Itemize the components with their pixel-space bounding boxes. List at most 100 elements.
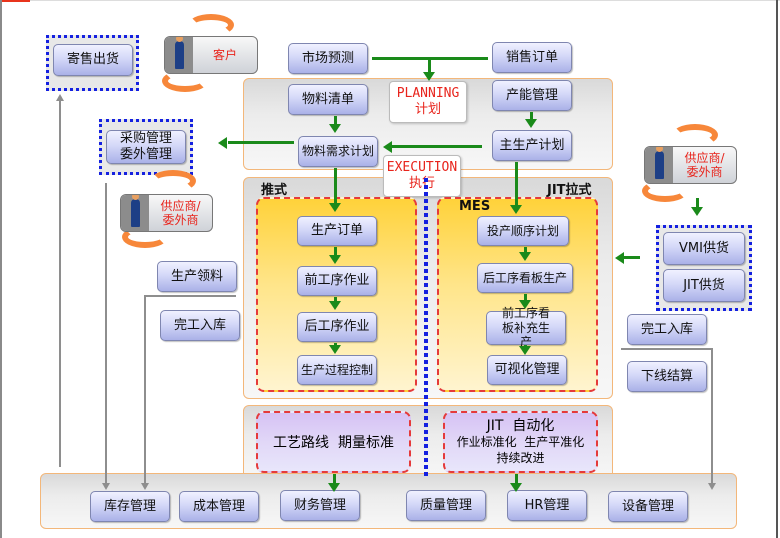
bottom-item-label: 质量管理: [419, 497, 472, 513]
push-step-4[interactable]: 生产过程控制: [297, 355, 377, 385]
arrow-left-icon: [615, 252, 624, 264]
push-step-label: 生产订单: [310, 223, 363, 239]
bottom-item-quality[interactable]: 质量管理: [406, 490, 486, 521]
connector-line: [334, 343, 337, 346]
arrow-down-icon: [141, 483, 149, 490]
supplier-left-line2: 委外商: [162, 213, 199, 227]
push-label: 推式: [261, 183, 288, 198]
frame-left: [0, 0, 2, 538]
jit-automation-zone: JIT 自动化 作业标准化 生产平准化 持续改进: [443, 411, 598, 473]
jit-supply-label: JIT供货: [683, 277, 725, 293]
bom-node[interactable]: 物料清单: [288, 84, 368, 115]
pull-step-1[interactable]: 投产顺序计划: [477, 216, 569, 246]
right-completion-label: 完工入库: [640, 321, 693, 337]
connector-line: [333, 474, 336, 484]
supplier-right-line1: 供应商/: [684, 150, 725, 165]
connector-line: [515, 162, 518, 206]
connector-line: [524, 247, 527, 253]
push-step-2[interactable]: 前工序作业: [297, 266, 377, 296]
mrp-node[interactable]: 物料需求计划: [298, 136, 378, 167]
vmi-label: VMI供货: [679, 240, 729, 256]
push-step-1[interactable]: 生产订单: [297, 216, 377, 246]
arrow-down-icon: [329, 255, 341, 264]
arrow-down-icon: [708, 483, 716, 490]
execution-label-en: EXECUTION: [386, 160, 458, 175]
material-issue-label: 生产领料: [170, 268, 223, 284]
bottom-item-finance[interactable]: 财务管理: [280, 490, 360, 521]
planning-label-box: PLANNING 计划: [389, 81, 467, 123]
arrow-up-icon: [56, 94, 64, 101]
worker-icon: [121, 195, 149, 231]
bottom-item-label: 成本管理: [192, 498, 245, 514]
left-completion-node[interactable]: 完工入库: [160, 310, 240, 341]
pull-step-2[interactable]: 后工序看板生产: [477, 263, 573, 293]
arrow-down-icon: [691, 207, 703, 216]
purchasing-label-2: 委外管理: [119, 147, 172, 162]
push-step-label: 后工序作业: [304, 319, 370, 335]
frame-right: [776, 0, 778, 538]
return-line: [621, 348, 713, 350]
arrow-left-icon: [218, 137, 227, 149]
cycle-arrow-icon: [672, 124, 718, 146]
supplier-left-actor[interactable]: 供应商/委外商: [120, 194, 213, 232]
connector-line: [334, 168, 337, 204]
capacity-node[interactable]: 产能管理: [492, 80, 572, 111]
mps-node[interactable]: 主生产计划: [492, 130, 572, 161]
arrow-down-icon: [329, 124, 341, 133]
cycle-arrow-icon: [188, 14, 234, 36]
arrow-down-icon: [329, 301, 341, 310]
bottom-item-label: 财务管理: [293, 497, 346, 513]
pull-step-4[interactable]: 可视化管理: [487, 355, 567, 385]
arrow-left-icon: [383, 141, 392, 153]
pull-step-label: 后工序看板生产: [482, 270, 567, 285]
routing-zone: 工艺路线 期量标准: [256, 411, 411, 473]
bottom-item-inventory[interactable]: 库存管理: [90, 491, 170, 522]
arrow-down-icon: [510, 483, 522, 492]
vmi-node[interactable]: VMI供货: [663, 232, 745, 265]
bottom-item-cost[interactable]: 成本管理: [179, 491, 259, 522]
sales-order-node[interactable]: 销售订单: [492, 42, 572, 73]
return-line: [105, 183, 107, 483]
push-pull-divider: [424, 178, 428, 478]
customer-label: 客户: [212, 47, 237, 62]
connector-line: [392, 145, 482, 148]
supplier-left-text: 供应商/委外商: [149, 199, 212, 228]
purchasing-node[interactable]: 采购管理 委外管理: [106, 130, 186, 164]
supplier-right-actor[interactable]: 供应商/委外商: [644, 146, 737, 184]
right-completion-node[interactable]: 完工入库: [627, 314, 707, 345]
jit-line2: 作业标准化 生产平准化: [456, 435, 585, 449]
bottom-item-hr[interactable]: HR管理: [507, 490, 587, 521]
mrp-label: 物料需求计划: [301, 144, 374, 159]
connector-line: [334, 297, 337, 302]
pull-label: JIT拉式: [547, 183, 592, 198]
arrow-down-icon: [525, 119, 537, 128]
planning-label-en: PLANNING: [396, 86, 460, 101]
connector-line: [515, 474, 518, 484]
cycle-arrow-icon: [122, 226, 168, 248]
arrow-down-icon: [519, 300, 531, 309]
arrow-down-icon: [519, 252, 531, 261]
consignment-node[interactable]: 寄售出货: [53, 44, 133, 76]
bottom-item-equipment[interactable]: 设备管理: [608, 491, 688, 522]
arrow-down-icon: [423, 72, 435, 81]
pull-step-3[interactable]: 前工序看板补充生产: [486, 306, 566, 349]
pull-step-label: 可视化管理: [494, 362, 560, 378]
connector-line: [696, 198, 699, 208]
market-forecast-node[interactable]: 市场预测: [288, 43, 368, 74]
offline-settlement-node[interactable]: 下线结算: [627, 361, 707, 392]
execution-label-cn: 执行: [408, 176, 435, 191]
customer-actor[interactable]: 客户: [164, 36, 258, 74]
jit-supply-node[interactable]: JIT供货: [663, 269, 745, 302]
material-issue-node[interactable]: 生产领料: [157, 261, 237, 292]
arrow-down-icon: [329, 203, 341, 212]
planning-label-cn: 计划: [414, 102, 441, 117]
connector-line: [228, 141, 294, 144]
return-line: [711, 348, 713, 483]
supplier-right-text: 供应商/委外商: [673, 151, 736, 180]
connector-line: [530, 112, 533, 120]
push-step-3[interactable]: 后工序作业: [297, 312, 377, 342]
jit-line3: 持续改进: [496, 451, 545, 465]
return-line: [144, 295, 146, 483]
connector-line: [334, 247, 337, 256]
arrow-down-icon: [519, 346, 531, 355]
